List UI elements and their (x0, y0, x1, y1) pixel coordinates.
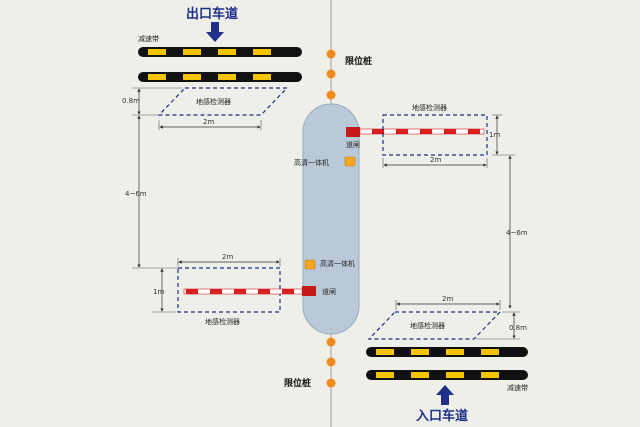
dim-0-8m-top: 0.8m (122, 97, 140, 105)
ground-sensor-label-4: 地感检测器 (410, 321, 445, 330)
limit-posts-top (326, 49, 336, 100)
barrier-label-bottom: 道闸 (322, 287, 336, 296)
barrier-arm-top (359, 128, 485, 135)
speed-bump-bottom-2 (366, 370, 528, 380)
dim-2m-top-left: 2m (203, 118, 214, 126)
exit-lane-title: 出口车道 (186, 6, 238, 22)
speed-bump-top-1 (138, 47, 302, 57)
hd-camera-top-icon (344, 156, 356, 167)
speed-bump-label-bottom: 减速带 (507, 383, 528, 392)
ground-sensor-bottom-left (177, 267, 281, 313)
barrier-arm-bottom (183, 288, 303, 295)
ground-sensor-label-1: 地感检测器 (196, 97, 231, 106)
speed-bump-label-top: 减速带 (138, 34, 159, 43)
limit-post-label-bottom: 限位桩 (284, 377, 311, 389)
limit-post-label-top: 限位桩 (345, 55, 372, 67)
dim-2m-left-lower: 2m (222, 253, 233, 261)
ground-sensor-top-left (157, 87, 289, 116)
barrier-label-top: 道闸 (346, 140, 360, 149)
entry-lane-title: 入口车道 (416, 408, 468, 424)
speed-bump-top-2 (138, 72, 302, 82)
dim-2m-right-upper: 2m (430, 156, 441, 164)
limit-posts-bottom (326, 337, 336, 388)
dim-4-6m-left: 4~6m (125, 190, 147, 198)
dim-0-8m-bottom: 0.8m (509, 324, 527, 332)
hd-camera-bottom-icon (304, 259, 316, 270)
dim-2m-bottom-right: 2m (442, 295, 453, 303)
speed-bump-bottom-1 (366, 347, 528, 357)
ground-sensor-top-right (382, 114, 488, 156)
hd-camera-label-top: 高清一体机 (294, 158, 329, 167)
hd-camera-label-bottom: 高清一体机 (320, 259, 355, 268)
ground-sensor-label-3: 地感检测器 (205, 317, 240, 326)
dim-1m-left: 1m (153, 288, 164, 296)
dim-4-6m-right: 4~6m (506, 229, 528, 237)
exit-direction-arrow-icon (206, 22, 224, 42)
ground-sensor-label-2: 地感检测器 (412, 103, 447, 112)
dim-1m-right: 1m (489, 131, 500, 139)
barrier-base-bottom (302, 286, 316, 296)
entry-direction-arrow-icon (436, 385, 454, 405)
center-island (302, 103, 360, 335)
barrier-base-top (346, 127, 360, 137)
ground-sensor-bottom-right (367, 311, 502, 340)
